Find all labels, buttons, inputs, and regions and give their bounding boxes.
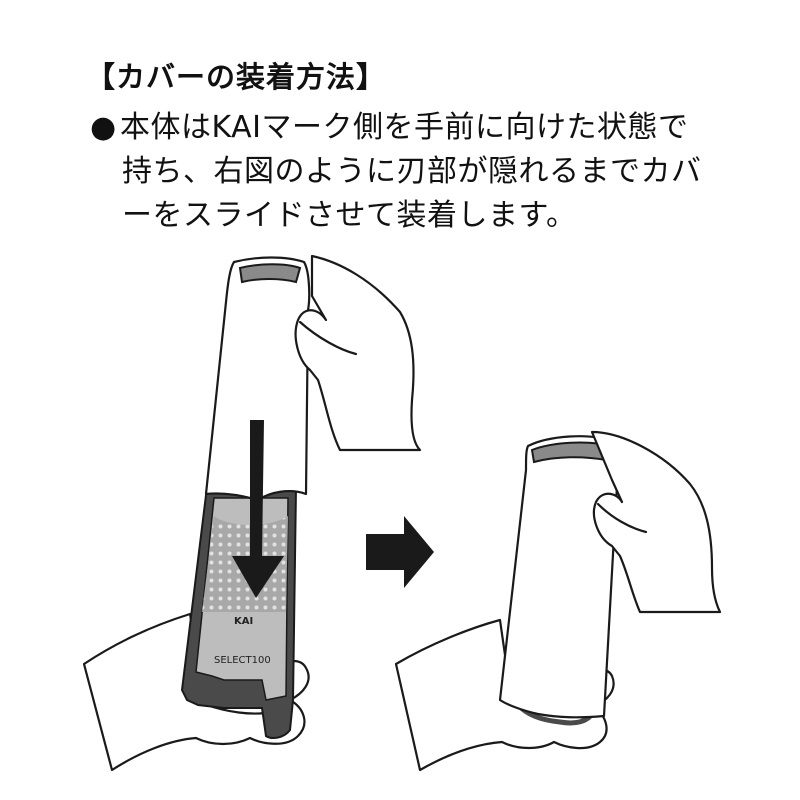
model-label: SELECT100	[214, 655, 271, 666]
cover-sleeve-right	[498, 435, 619, 719]
instruction-line-2: 持ち、右図のように刃部が隠れるまでカバ	[122, 154, 702, 189]
right-figure-attached-cover	[394, 430, 722, 772]
cover-sleeve-left	[204, 256, 311, 502]
left-figure-sliding-cover: KAI SELECT100	[82, 254, 422, 772]
upper-hand-right	[590, 430, 722, 614]
bullet-icon: ●	[90, 110, 117, 145]
right-arrow-icon	[366, 516, 434, 588]
section-title: 【カバーの装着方法】	[86, 60, 387, 94]
instruction-text-1: 本体はKAIマーク側を手前に向けた状態で	[120, 110, 689, 145]
down-arrow-icon	[232, 420, 284, 598]
instruction-paragraph: ●本体はKAIマーク側を手前に向けた状態で 持ち、右図のように刃部が隠れるまでカ…	[90, 106, 702, 238]
kai-brand-mark: KAI	[234, 616, 253, 627]
cover-top-opening-left	[238, 263, 302, 284]
instruction-line-1: ●本体はKAIマーク側を手前に向けた状態で	[90, 106, 702, 150]
upper-hand-left	[294, 254, 422, 452]
instruction-line-3: ーをスライドさせて装着します。	[122, 198, 577, 233]
